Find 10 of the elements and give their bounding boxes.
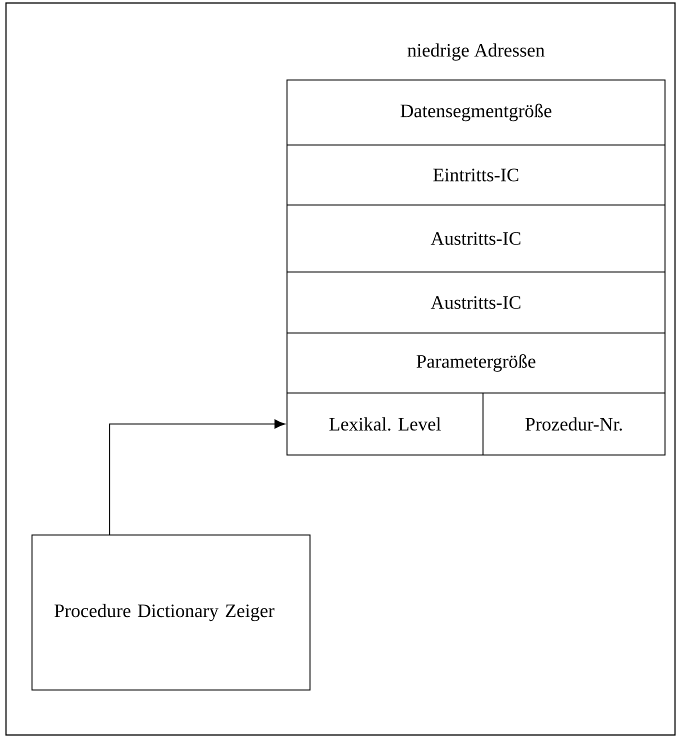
memory-cell: Parametergröße [286,332,666,394]
memory-cell: Prozedur-Nr. [482,392,666,456]
pointer-box: Procedure Dictionary Zeiger [32,534,310,690]
memory-cell: Lexikal. Level [286,392,484,456]
arrow [109,419,286,535]
memory-cell: Austritts-IC [286,204,666,272]
memory-cell: Eintritts-IC [286,144,666,206]
memory-cell: Datensegmentgröße [286,80,666,146]
heading-label: niedrige Adressen [408,43,545,61]
memory-cell: Austritts-IC [286,272,666,334]
